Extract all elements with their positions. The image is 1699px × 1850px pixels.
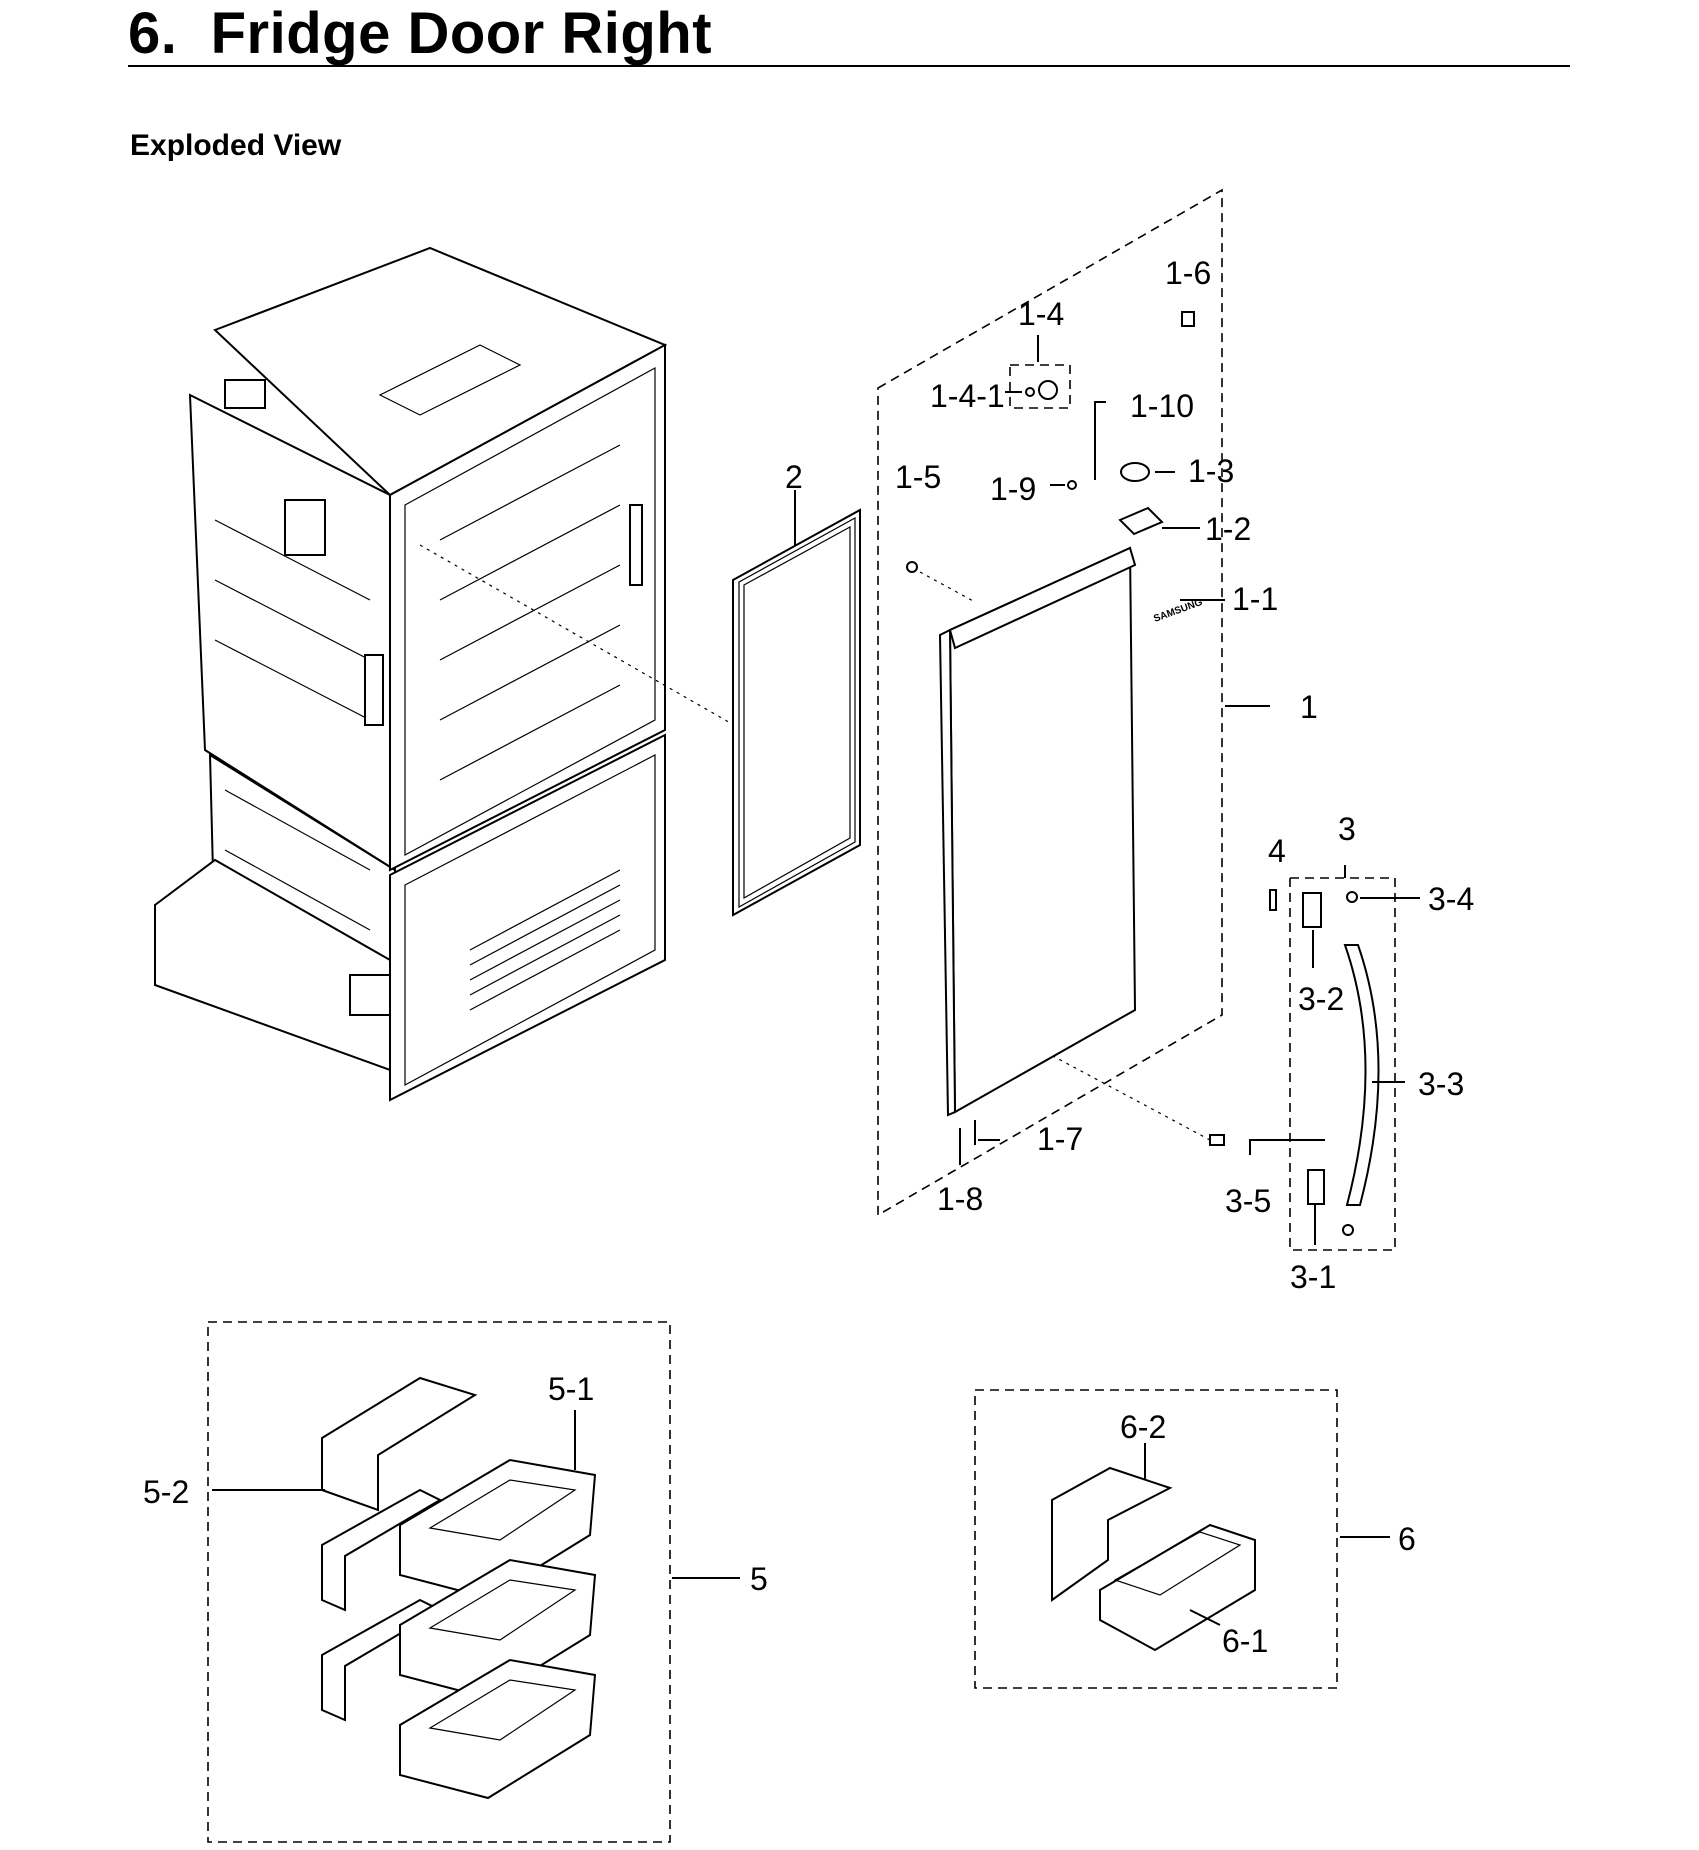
callout-3-5: 3-5 (1225, 1183, 1271, 1219)
bin-group-boundary (974, 1389, 1338, 1689)
door-gasket (732, 508, 861, 917)
door-group-boundary (877, 188, 1223, 1217)
door-bins-group-boundary (207, 1321, 671, 1843)
callout-3-1: 3-1 (1290, 1259, 1336, 1295)
door-handle (1343, 944, 1380, 1206)
refrigerator-cabinet (154, 246, 668, 1102)
hinge-plate (1118, 506, 1164, 536)
title-underline (128, 65, 1570, 67)
door-leader-lines (978, 335, 1270, 1141)
callout-1-3: 1-3 (1188, 453, 1234, 489)
callout-6-1: 6-1 (1222, 1623, 1268, 1659)
callout-1-10: 1-10 (1130, 388, 1194, 424)
callout-5-1: 5-1 (548, 1371, 594, 1407)
handle-group-boundary (1289, 877, 1396, 1251)
hinge-cap (1120, 462, 1150, 482)
callout-1-8: 1-8 (937, 1181, 983, 1217)
fridge-door: SAMSUNG (938, 546, 1204, 1117)
alignment-line (419, 544, 761, 741)
callout-3-4: 3-4 (1428, 881, 1474, 917)
callout-1-7: 1-7 (1037, 1121, 1083, 1157)
callout-2: 2 (785, 459, 803, 495)
cap-part (1181, 311, 1195, 327)
door-bins (321, 1376, 597, 1800)
callout-1-5: 1-5 (895, 459, 941, 495)
handle-leader-lines (1249, 865, 1420, 1245)
section-subtitle: Exploded View (130, 129, 342, 162)
handle-bracket-top (1302, 892, 1322, 928)
callout-1-4-1: 1-4-1 (930, 378, 1005, 414)
alignment-line (919, 571, 976, 603)
door-logo: SAMSUNG (1152, 597, 1204, 625)
callout-3: 3 (1338, 811, 1356, 847)
callout-1-9: 1-9 (990, 471, 1036, 507)
callout-6: 6 (1398, 1521, 1416, 1557)
callout-1-6: 1-6 (1165, 255, 1211, 291)
alignment-line (1009, 1032, 1211, 1141)
callout-3-3: 3-3 (1418, 1066, 1464, 1102)
callout-1-2: 1-2 (1205, 511, 1251, 547)
page-title: 6. Fridge Door Right (128, 1, 713, 66)
callout-1: 1 (1300, 689, 1318, 725)
callout-5-2: 5-2 (143, 1474, 189, 1510)
callout-5: 5 (750, 1561, 768, 1597)
handle-bracket-bottom (1307, 1169, 1325, 1205)
callout-1-1: 1-1 (1232, 581, 1278, 617)
callout-1-4: 1-4 (1018, 296, 1064, 332)
callout-6-2: 6-2 (1120, 1409, 1166, 1445)
callout-3-2: 3-2 (1298, 981, 1344, 1017)
dairy-bin (1051, 1466, 1256, 1652)
callout-4: 4 (1268, 833, 1286, 869)
